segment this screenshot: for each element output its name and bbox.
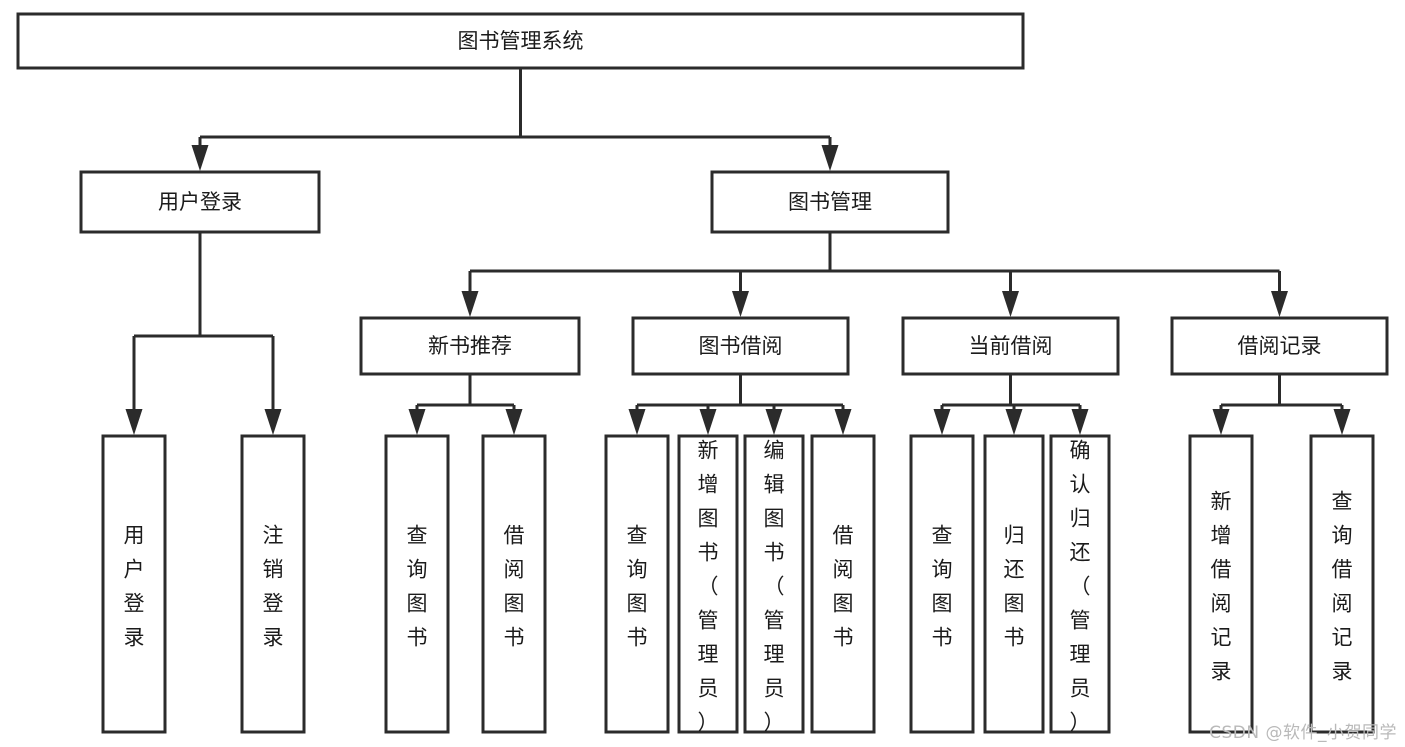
arrow-head-icon — [1271, 291, 1288, 317]
node-label: 查询借阅记录 — [1332, 490, 1353, 684]
node-box — [810, 434, 876, 734]
node-box — [1049, 434, 1111, 734]
node-box — [604, 434, 670, 734]
node-book-borrow[interactable]: 图书借阅 — [631, 316, 850, 376]
node-box — [481, 434, 547, 734]
arrow-head-icon — [765, 409, 783, 435]
node-label: 当前借阅 — [969, 334, 1053, 358]
node-leaf-return-book[interactable]: 归还图书 — [983, 434, 1045, 734]
node-label: 用户登录 — [158, 190, 242, 214]
node-borrow-record[interactable]: 借阅记录 — [1170, 316, 1389, 376]
node-label: 借阅图书 — [833, 524, 854, 650]
node-label: 查询图书 — [627, 524, 648, 650]
node-box — [79, 170, 321, 234]
node-label: 查询图书 — [932, 524, 953, 650]
arrow-head-icon — [834, 409, 852, 435]
arrow-head-icon — [125, 409, 143, 435]
node-leaf-borrow-book-2[interactable]: 借阅图书 — [810, 434, 876, 734]
node-box — [1309, 434, 1375, 734]
connectors-layer — [125, 68, 1351, 435]
arrow-head-icon — [191, 145, 209, 171]
node-label: 归还图书 — [1004, 524, 1025, 650]
node-label: 借阅图书 — [504, 524, 525, 650]
node-leaf-query-book-1[interactable]: 查询图书 — [384, 434, 450, 734]
arrow-head-icon — [821, 145, 839, 171]
arrow-head-icon — [699, 409, 717, 435]
arrow-head-icon — [1002, 291, 1019, 317]
node-current-borrow[interactable]: 当前借阅 — [901, 316, 1120, 376]
node-label: 用户登录 — [124, 524, 145, 650]
node-label: 查询图书 — [407, 524, 428, 650]
node-leaf-query-record[interactable]: 查询借阅记录 — [1309, 434, 1375, 734]
node-leaf-user-login[interactable]: 用户登录 — [101, 434, 167, 734]
node-label: 图书借阅 — [699, 334, 783, 358]
arrow-head-icon — [505, 409, 523, 435]
node-leaf-edit-book[interactable]: 编辑图书（管理员） — [743, 434, 805, 735]
node-label: 新增借阅记录 — [1211, 490, 1232, 684]
node-label: 新书推荐 — [428, 334, 512, 358]
node-box — [16, 12, 1025, 70]
node-box — [384, 434, 450, 734]
node-box — [677, 434, 739, 734]
node-root[interactable]: 图书管理系统 — [16, 12, 1025, 70]
node-label: 确认归还（管理员） — [1070, 439, 1091, 735]
node-box — [710, 170, 950, 234]
arrow-head-icon — [408, 409, 426, 435]
node-box — [901, 316, 1120, 376]
node-label: 编辑图书（管理员） — [764, 439, 785, 735]
node-box — [631, 316, 850, 376]
arrow-head-icon — [1005, 409, 1023, 435]
node-leaf-confirm-return[interactable]: 确认归还（管理员） — [1049, 434, 1111, 735]
node-leaf-query-book-3[interactable]: 查询图书 — [909, 434, 975, 734]
arrow-head-icon — [933, 409, 951, 435]
arrow-head-icon — [1333, 409, 1351, 435]
arrow-head-icon — [1071, 409, 1089, 435]
node-leaf-user-logout[interactable]: 注销登录 — [240, 434, 306, 734]
nodes-layer: 图书管理系统用户登录图书管理新书推荐图书借阅当前借阅借阅记录用户登录注销登录查询… — [16, 12, 1389, 735]
node-leaf-borrow-book-1[interactable]: 借阅图书 — [481, 434, 547, 734]
node-box — [1188, 434, 1254, 734]
node-label: 注销登录 — [263, 524, 284, 650]
node-box — [1170, 316, 1389, 376]
arrow-head-icon — [732, 291, 749, 317]
node-label: 图书管理系统 — [458, 29, 584, 53]
node-box — [743, 434, 805, 734]
node-book-manage[interactable]: 图书管理 — [710, 170, 950, 234]
node-user-login[interactable]: 用户登录 — [79, 170, 321, 234]
node-new-book-recommend[interactable]: 新书推荐 — [359, 316, 581, 376]
node-label: 图书管理 — [788, 190, 872, 214]
node-label: 新增图书（管理员） — [698, 439, 719, 735]
node-box — [909, 434, 975, 734]
node-box — [240, 434, 306, 734]
node-box — [983, 434, 1045, 734]
node-leaf-add-record[interactable]: 新增借阅记录 — [1188, 434, 1254, 734]
arrow-head-icon — [1212, 409, 1230, 435]
node-label: 借阅记录 — [1238, 334, 1322, 358]
arrow-head-icon — [264, 409, 282, 435]
node-box — [101, 434, 167, 734]
node-box — [359, 316, 581, 376]
arrow-head-icon — [628, 409, 646, 435]
node-leaf-query-book-2[interactable]: 查询图书 — [604, 434, 670, 734]
arrow-head-icon — [461, 291, 479, 317]
node-leaf-add-book[interactable]: 新增图书（管理员） — [677, 434, 739, 735]
